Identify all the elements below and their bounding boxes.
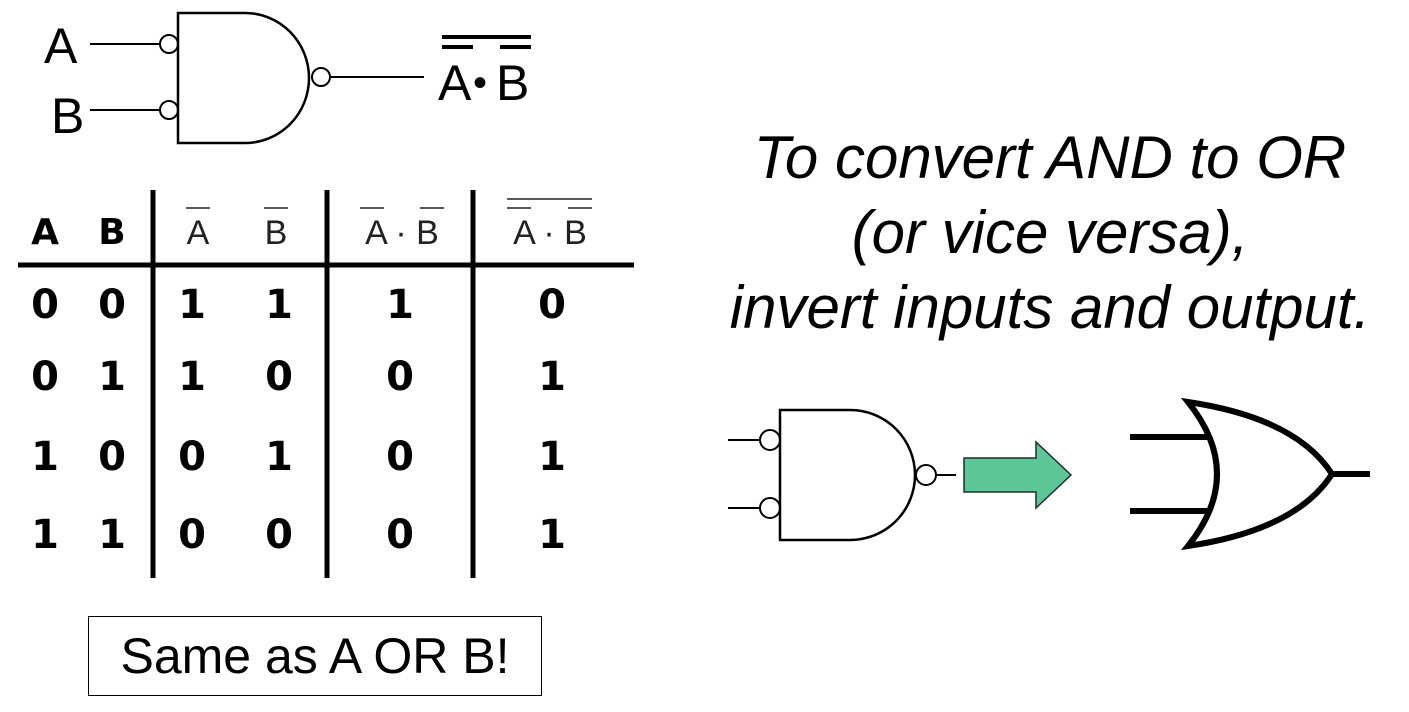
output-expr-a: A [438, 55, 472, 111]
conclusion-box: Same as A OR B! [88, 616, 542, 696]
conversion-message: To convert AND to OR (or vice versa), in… [700, 120, 1400, 345]
table-row: 1 0 0 1 0 1 [31, 434, 566, 480]
svg-text:0: 0 [98, 434, 126, 480]
svg-text:1: 1 [178, 282, 206, 328]
svg-text:1: 1 [265, 434, 293, 480]
svg-text:0: 0 [178, 434, 206, 480]
truth-table: A B A B A · B A · B 0 0 1 1 1 0 0 1 1 [18, 190, 634, 578]
svg-text:1: 1 [265, 282, 293, 328]
svg-text:1: 1 [538, 354, 566, 400]
message-line-2: (or vice versa), [851, 199, 1249, 266]
header-nand-of-inverted: A · B [513, 214, 587, 252]
svg-text:1: 1 [98, 512, 126, 558]
output-expression: A • B [438, 35, 531, 111]
and-gate-body-icon [176, 11, 311, 145]
svg-text:1: 1 [31, 434, 59, 480]
header-not-a: A [187, 214, 210, 252]
table-row: 0 0 1 1 1 0 [31, 282, 566, 328]
message-line-1: To convert AND to OR [753, 124, 1347, 191]
nand-gate-inverted-inputs-icon [728, 408, 956, 542]
arrow-right-icon [963, 440, 1073, 510]
svg-text:1: 1 [386, 282, 414, 328]
table-row: 1 1 0 0 0 1 [31, 512, 566, 558]
svg-text:0: 0 [538, 282, 566, 328]
svg-text:1: 1 [538, 434, 566, 480]
svg-text:0: 0 [31, 282, 59, 328]
table-row: 0 1 1 0 0 1 [31, 354, 566, 400]
svg-text:0: 0 [386, 434, 414, 480]
header-not-a-and-not-b: A · B [365, 214, 439, 252]
svg-text:1: 1 [178, 354, 206, 400]
svg-text:0: 0 [265, 512, 293, 558]
message-line-3: invert inputs and output. [729, 274, 1371, 341]
svg-text:0: 0 [31, 354, 59, 400]
svg-text:0: 0 [98, 282, 126, 328]
header-b: B [98, 212, 125, 253]
svg-text:1: 1 [98, 354, 126, 400]
output-expr-dot: • [473, 61, 487, 105]
conclusion-text: Same as A OR B! [120, 628, 510, 684]
output-expr-b: B [496, 55, 529, 111]
input-a-bubble-icon [159, 34, 179, 54]
svg-text:1: 1 [31, 512, 59, 558]
header-a: A [31, 212, 59, 253]
top-gate-group: A B A • B [44, 11, 531, 145]
input-b-bubble-icon [159, 100, 179, 120]
svg-text:0: 0 [386, 512, 414, 558]
input-a-label: A [44, 18, 78, 74]
svg-text:0: 0 [386, 354, 414, 400]
output-bubble-icon [311, 67, 331, 87]
svg-text:1: 1 [538, 512, 566, 558]
or-gate-icon [1130, 397, 1370, 551]
svg-text:0: 0 [178, 512, 206, 558]
svg-text:0: 0 [265, 354, 293, 400]
header-not-b: B [265, 214, 288, 252]
input-b-label: B [51, 88, 84, 144]
